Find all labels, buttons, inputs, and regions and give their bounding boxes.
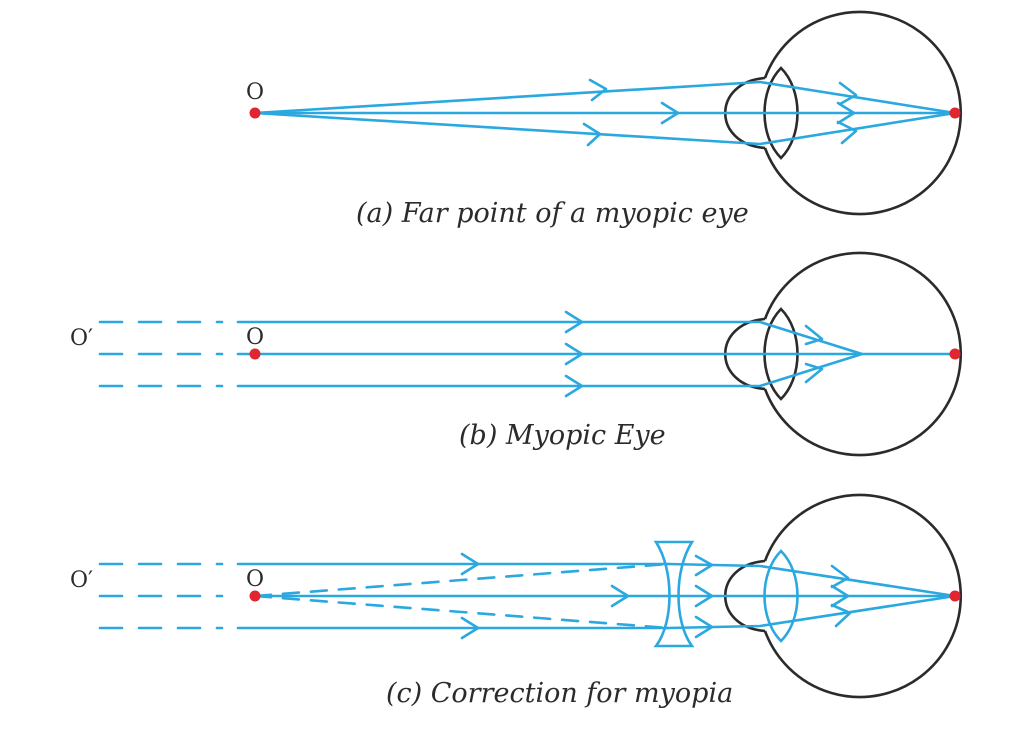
object-point-a bbox=[249, 107, 261, 119]
eyeball-a bbox=[763, 10, 963, 216]
arrowhead bbox=[830, 564, 850, 589]
panel-a: O (a) Far point of a myopic eye bbox=[246, 10, 963, 229]
arrowhead bbox=[460, 616, 480, 640]
arrowhead bbox=[460, 552, 480, 576]
arrowhead bbox=[836, 120, 858, 145]
arrowhead bbox=[694, 584, 714, 608]
arrowhead bbox=[610, 584, 630, 608]
arrowhead bbox=[588, 78, 608, 102]
rays-b bbox=[98, 310, 957, 398]
rays-c bbox=[98, 552, 957, 640]
object-label-a: O bbox=[246, 80, 264, 105]
caption-c: (c) Correction for myopia bbox=[386, 678, 733, 709]
eye-lens-c bbox=[763, 549, 799, 643]
ray-a-bottom bbox=[253, 111, 957, 146]
object-label-c: O bbox=[246, 567, 264, 592]
arrowhead bbox=[564, 310, 584, 334]
retina-point-c bbox=[949, 590, 961, 602]
ray-b-top bbox=[236, 320, 864, 356]
object-point-b bbox=[249, 348, 261, 360]
arrowhead bbox=[830, 603, 852, 628]
object-label-b: O bbox=[246, 325, 264, 350]
object-point-c bbox=[249, 590, 261, 602]
far-point-label-b: O′ bbox=[70, 326, 93, 351]
ray-b-bottom bbox=[236, 352, 864, 388]
arrowhead bbox=[564, 374, 584, 398]
ray-a-top bbox=[253, 80, 957, 115]
far-point-label-c: O′ bbox=[70, 568, 93, 593]
eye-lens-b bbox=[763, 307, 799, 401]
arrowhead bbox=[830, 584, 850, 608]
virtual-ray-c-top bbox=[253, 562, 670, 598]
caption-a: (a) Far point of a myopic eye bbox=[356, 198, 749, 229]
arrowhead bbox=[660, 101, 680, 125]
arrowhead bbox=[804, 324, 824, 346]
rays-a bbox=[253, 78, 957, 147]
panel-b: O O′ (b) Myopic Eye bbox=[70, 251, 963, 457]
caption-b: (b) Myopic Eye bbox=[459, 420, 666, 451]
ray-c-top-diverged bbox=[666, 562, 957, 598]
eyeball-b bbox=[763, 251, 963, 457]
arrowhead bbox=[582, 122, 602, 147]
arrowhead bbox=[564, 342, 584, 366]
panel-c: O O′ (c) Correction for myopia bbox=[70, 493, 963, 709]
virtual-ray-c-bottom bbox=[253, 594, 670, 630]
concave-lens bbox=[653, 540, 695, 648]
arrowhead bbox=[838, 81, 858, 106]
retina-point-b bbox=[949, 348, 961, 360]
eyeball-c bbox=[763, 493, 963, 699]
arrowhead bbox=[694, 554, 714, 577]
arrowhead bbox=[804, 362, 824, 384]
arrowhead bbox=[836, 101, 856, 125]
ray-c-bottom-diverged bbox=[666, 594, 957, 630]
retina-point-a bbox=[949, 107, 961, 119]
arrowhead bbox=[694, 615, 714, 639]
eye-lens-a bbox=[763, 66, 799, 160]
